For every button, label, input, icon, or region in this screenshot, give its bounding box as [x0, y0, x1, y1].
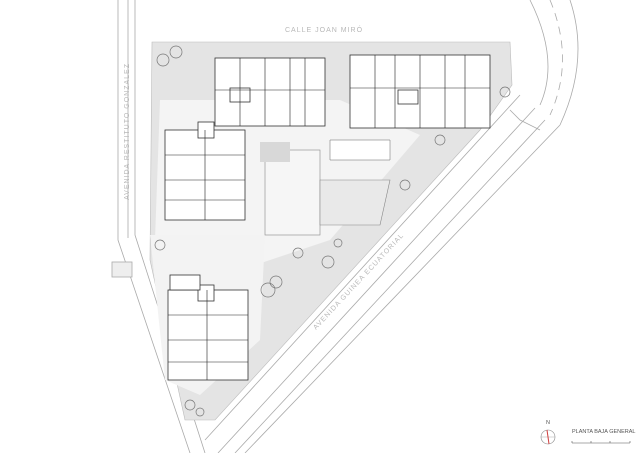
street-label-top: CALLE JOAN MIRÓ — [285, 25, 363, 34]
road-guinea-ecuatorial — [204, 94, 561, 453]
north-arrow-icon — [540, 429, 556, 445]
trees — [154, 45, 511, 417]
building-south-west — [167, 274, 249, 381]
north-label: N — [546, 420, 550, 426]
building-north-east — [349, 54, 491, 129]
street-label-left: AVENIDA RESTITUTO GONZALEZ — [124, 63, 131, 200]
plan-title: PLANTA BAJA GENERAL — [572, 429, 635, 435]
scale-bar — [571, 441, 631, 444]
road-curve — [529, 0, 579, 126]
building-west — [164, 121, 246, 221]
building-north-west — [214, 57, 326, 127]
parking — [260, 139, 391, 236]
